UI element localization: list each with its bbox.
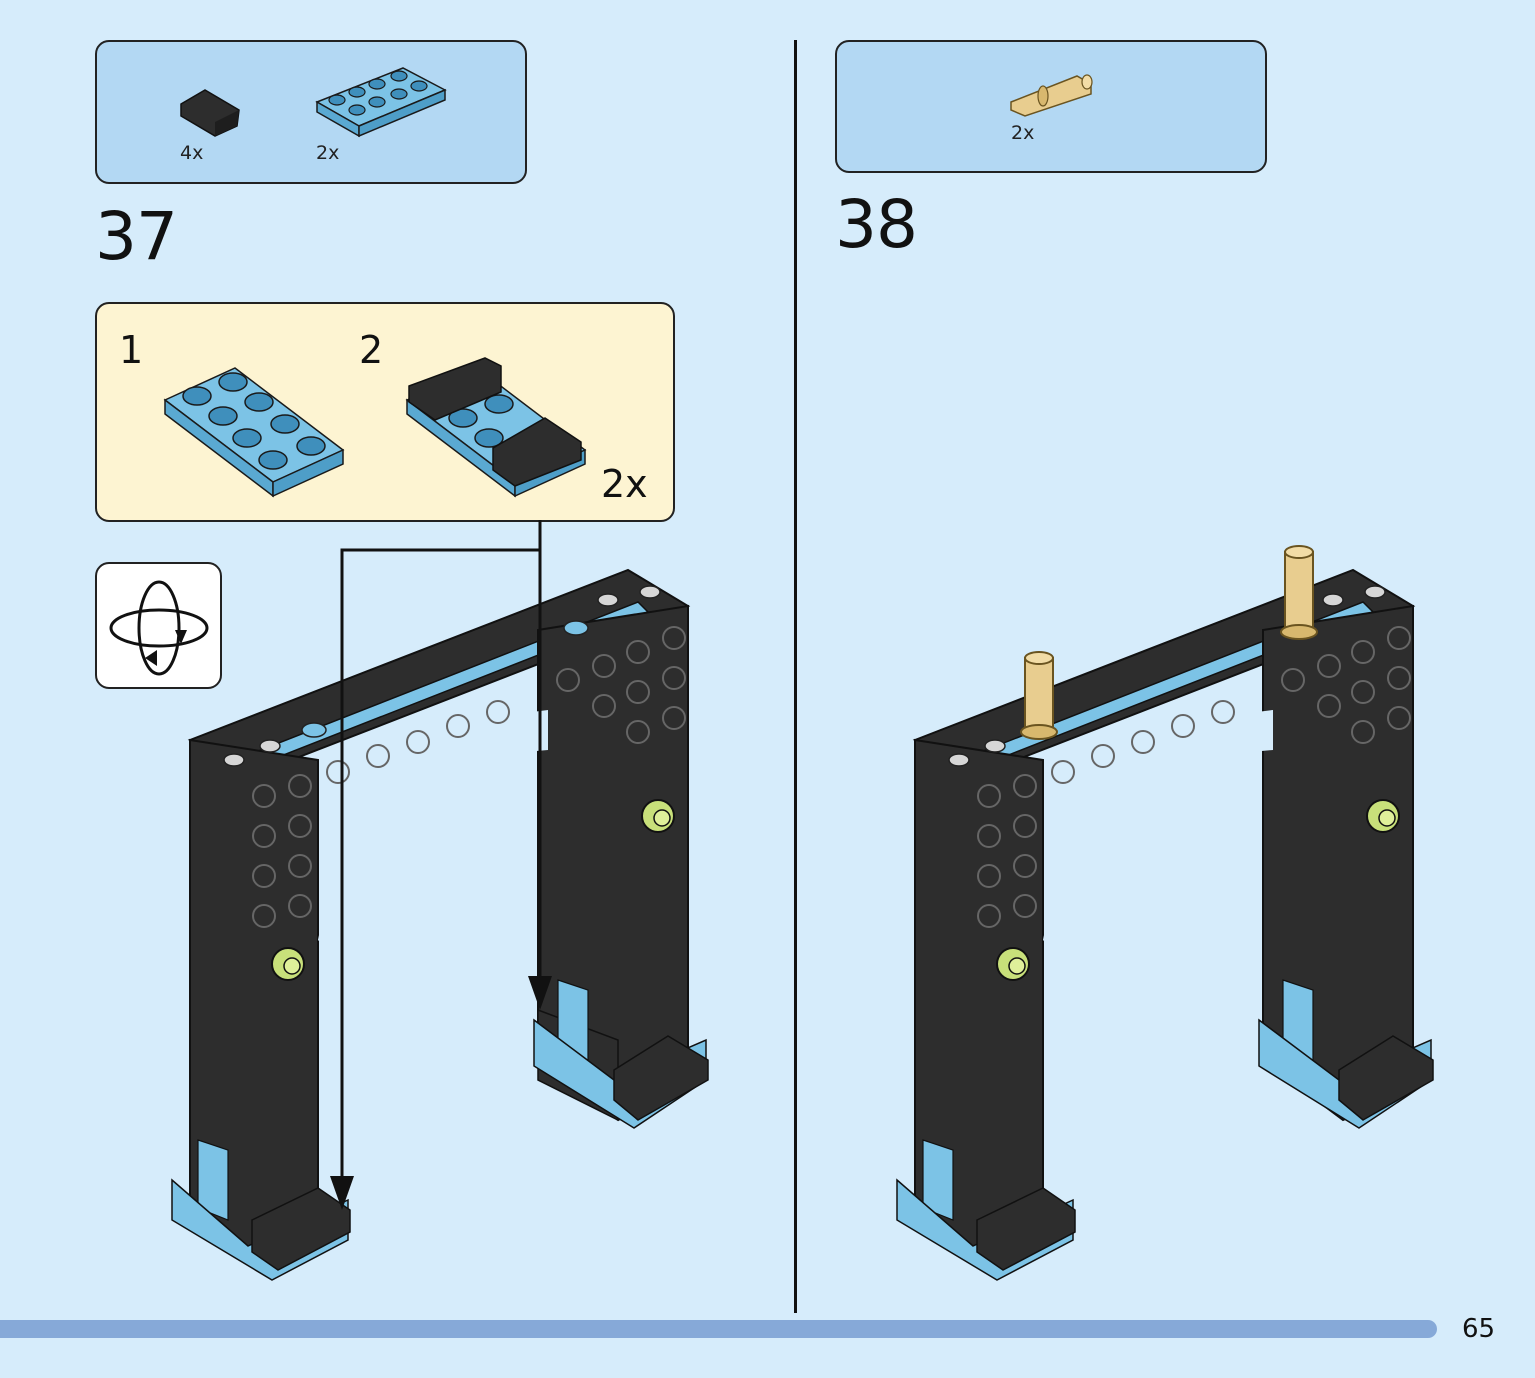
blue-plate-2x4-icon — [315, 67, 447, 138]
blue-plate-substep-icon — [163, 367, 345, 498]
part-quantity: 4x — [180, 142, 204, 164]
tan-technic-pin-icon — [1010, 74, 1093, 117]
placement-arrows — [330, 520, 552, 1210]
page-progress-bar — [0, 1320, 1437, 1338]
part-quantity: 2x — [1011, 122, 1035, 144]
substep-number: 1 — [119, 328, 144, 372]
arch-model-step-38 — [896, 545, 1434, 1281]
parts-list-step-38: 2x — [835, 40, 1267, 173]
part-quantity: 2x — [316, 142, 340, 164]
sub-assembly-multiplier: 2x — [601, 462, 648, 506]
arch-model-step-37 — [171, 568, 709, 1281]
parts-list-step-37: 4x 2x — [95, 40, 527, 184]
step-number: 37 — [95, 198, 178, 275]
tan-pin-icon — [1020, 545, 1318, 740]
rotate-model-indicator — [95, 562, 222, 689]
rotate-model-icon — [109, 580, 209, 676]
sub-assembly-callout: 1 2 2x — [95, 302, 675, 522]
lime-stud-icon — [996, 799, 1400, 981]
page-number: 65 — [1462, 1314, 1496, 1344]
slope-plate-substep-icon — [405, 357, 587, 498]
black-slope-brick-icon — [180, 89, 240, 137]
step-number: 38 — [835, 186, 918, 263]
substep-number: 2 — [359, 328, 384, 372]
lime-stud-icon — [271, 799, 675, 981]
step-divider — [794, 40, 797, 1313]
